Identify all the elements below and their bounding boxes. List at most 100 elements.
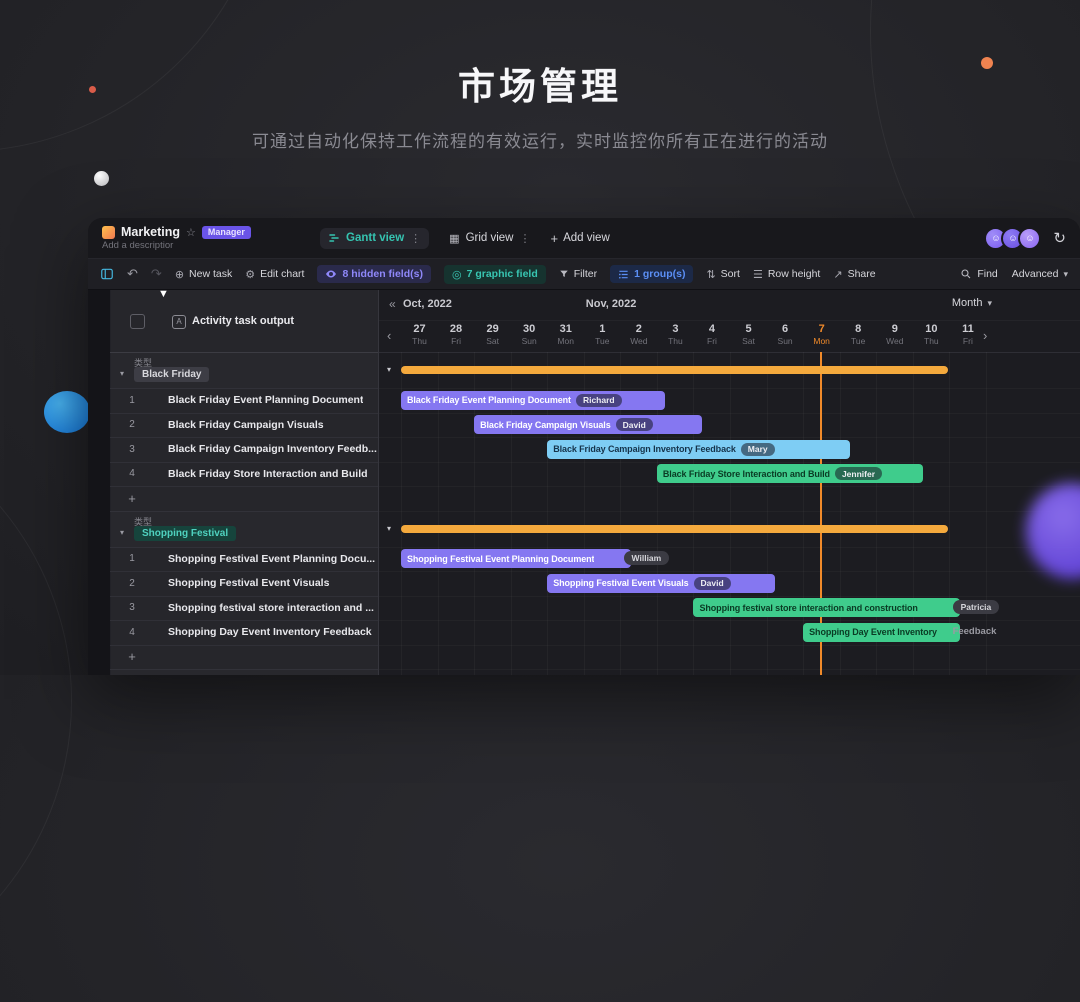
day-of-week: Sat <box>486 336 499 346</box>
gantt-bar[interactable]: Shopping Day Event Inventory <box>803 622 960 642</box>
day-number: 5 <box>745 323 752 335</box>
assignee-badge: Mary <box>740 442 775 456</box>
edit-chart-button[interactable]: ⚙ Edit chart <box>245 268 305 281</box>
new-task-button[interactable]: ⊕ New task <box>174 268 233 281</box>
blue-blob-decoration <box>44 391 90 433</box>
collaborator-avatars[interactable]: ☺ ☺ ☺ <box>984 226 1042 250</box>
group-field-label: 类型 <box>134 358 153 368</box>
find-button[interactable]: Find <box>960 268 998 280</box>
row-index: 4 <box>129 468 135 480</box>
redo-icon[interactable]: ↷ <box>150 266 162 281</box>
sort-button[interactable]: ⇅ Sort <box>706 268 740 281</box>
workspace-description[interactable]: Add a descriptior <box>102 240 174 251</box>
hidden-fields-button[interactable]: 8 hidden field(s) <box>317 265 431 283</box>
plus-icon: + <box>128 490 136 506</box>
sidebar-toggle-icon[interactable] <box>100 267 114 281</box>
scroll-right-icon[interactable]: › <box>983 328 988 343</box>
gantt-bar[interactable]: Shopping festival store interaction and … <box>693 598 960 617</box>
task-title: Black Friday Event Planning Document <box>168 394 364 407</box>
collapse-panel-icon[interactable]: « <box>389 297 396 311</box>
star-icon[interactable]: ☆ <box>186 226 196 239</box>
day-number: 10 <box>925 323 938 335</box>
day-number: 2 <box>635 323 642 335</box>
group-button[interactable]: 1 group(s) <box>610 265 694 283</box>
mouse-cursor: ▼ <box>158 288 169 300</box>
collapse-caret-icon[interactable]: ▾ <box>120 527 125 537</box>
day-of-week: Sun <box>521 336 537 346</box>
background-arc <box>0 400 72 1002</box>
group-tag: Black Friday <box>134 367 210 382</box>
app-header: Marketing ☆ Manager Add a descriptior Ga… <box>88 218 1080 258</box>
more-options-icon[interactable]: ⋮ <box>410 232 422 245</box>
field-type-icon: A <box>172 315 186 329</box>
gantt-bar[interactable]: Shopping Festival Event Planning Documen… <box>401 549 631 568</box>
select-all-checkbox[interactable] <box>130 314 145 329</box>
share-button[interactable]: ↗ Share <box>833 268 876 281</box>
gantt-bar[interactable]: Black Friday Store Interaction and Build… <box>656 464 923 483</box>
collapse-caret-icon[interactable]: ▾ <box>120 369 125 378</box>
red-dot-decoration <box>89 86 96 93</box>
filter-button[interactable]: Filter <box>559 268 597 280</box>
day-number: 9 <box>891 323 898 335</box>
gantt-group-caret-icon[interactable]: ▾ <box>387 365 392 374</box>
row-height-button[interactable]: ☰ Row height <box>752 268 821 281</box>
add-row-button[interactable]: + <box>110 645 378 670</box>
undo-icon[interactable]: ↶ <box>127 266 138 281</box>
scale-dropdown[interactable]: Month ▾ <box>951 297 992 309</box>
advanced-button[interactable]: Advanced ▾ <box>1011 268 1068 280</box>
sync-history-icon[interactable]: ↻ <box>1053 230 1066 247</box>
tab-gantt-view[interactable]: Gantt view ⋮ <box>320 227 430 249</box>
day-of-week: Sun <box>777 336 793 346</box>
day-number: 1 <box>599 323 606 335</box>
bar-label: Shopping Festival Event Planning Documen… <box>407 553 595 564</box>
gantt-bar[interactable]: Black Friday Campaign Inventory Feedback… <box>547 439 850 459</box>
gantt-summary-bar[interactable] <box>401 366 948 374</box>
avatar[interactable]: ☺ <box>1018 226 1042 250</box>
tab-grid-view[interactable]: ▦ Grid view ⋮ <box>441 228 538 249</box>
white-dot-decoration <box>94 171 109 186</box>
workspace-info: Marketing ☆ Manager Add a descriptior <box>102 225 314 251</box>
gantt-group-caret-icon[interactable]: ▾ <box>387 523 392 533</box>
more-options-icon[interactable]: ⋮ <box>519 232 531 245</box>
orange-dot-decoration <box>981 57 993 69</box>
add-row-button[interactable]: + <box>110 486 378 512</box>
add-view-button[interactable]: + Add view <box>551 231 610 246</box>
gantt-summary-bar[interactable] <box>401 524 948 533</box>
graphic-field-button[interactable]: ◎ 7 graphic field <box>443 264 546 284</box>
scroll-left-icon[interactable]: ‹ <box>387 328 392 343</box>
